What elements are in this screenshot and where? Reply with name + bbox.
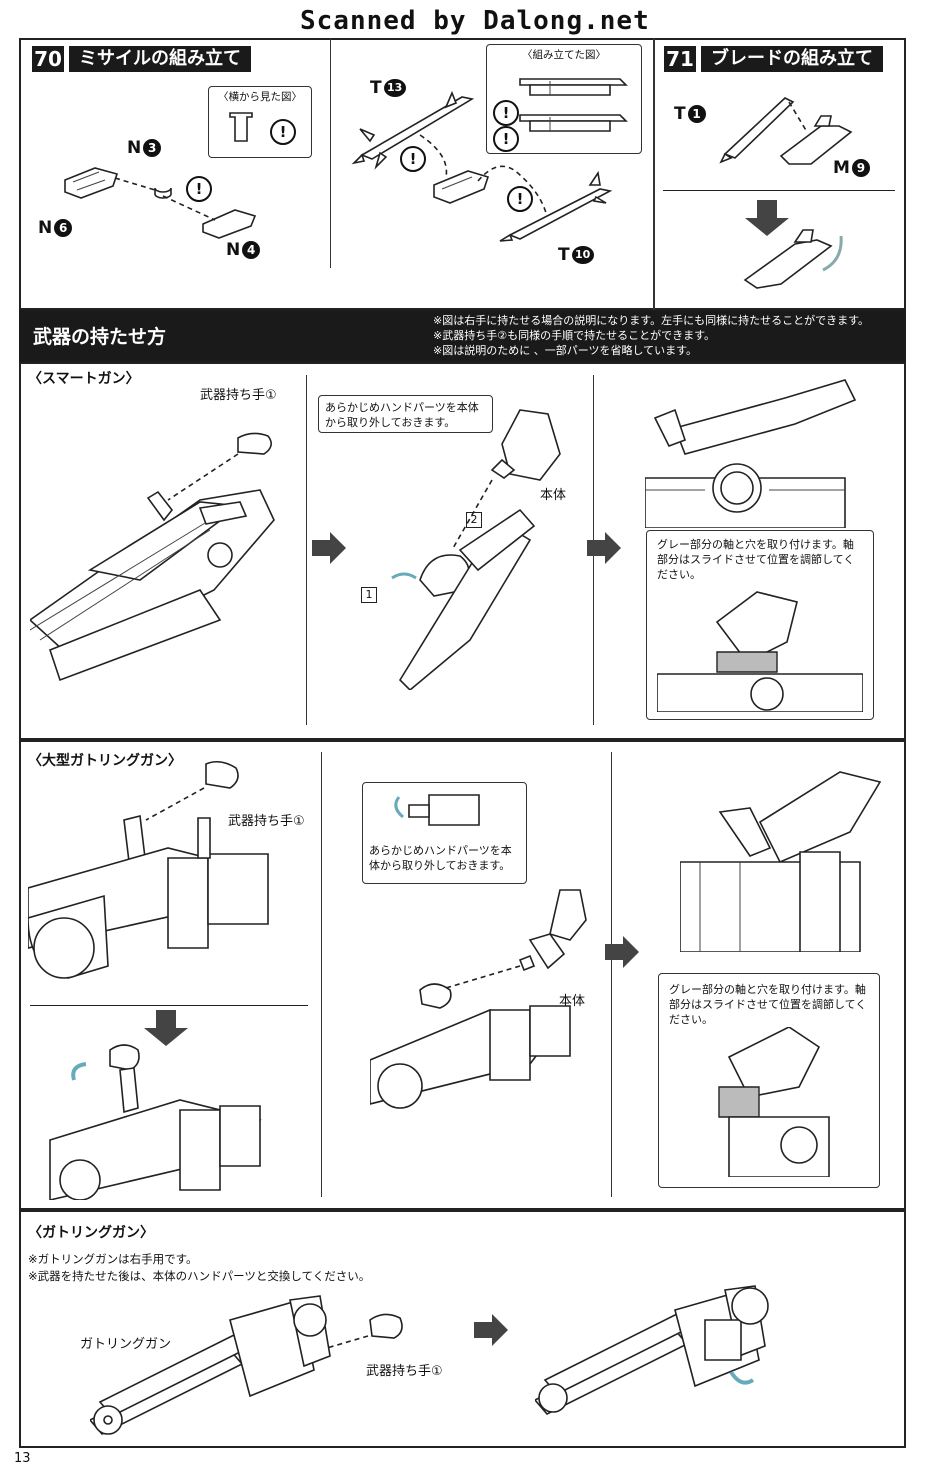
missile-mount-diagram	[64, 167, 257, 239]
next-arrow	[605, 936, 639, 968]
large-gatling-hand-attach-diagram	[370, 889, 587, 1109]
weapons-header-bar	[19, 310, 906, 362]
hand-removal-diagram	[394, 794, 480, 826]
step-divider	[653, 38, 655, 310]
warning-icon: !	[493, 126, 519, 152]
gatling-held-diagram	[535, 1285, 769, 1415]
smart-gun-section	[19, 362, 906, 740]
large-gatling-remove-text: あらかじめハンドパーツを本体から取り外しておきます。	[369, 844, 512, 872]
smart-gun-adjust-note: グレー部分の軸と穴を取り付けます。軸部分はスライドさせて位置を調節してください。	[646, 530, 874, 720]
gatling-heading: 〈ガトリングガン〉	[28, 1225, 154, 1241]
large-gatling-diagram	[28, 760, 269, 979]
gatling-note-2: ※武器を持たせた後は、本体のハンドパーツと交換してください。	[28, 1269, 371, 1283]
large-gatling-hand-label: 武器持ち手①	[228, 814, 305, 829]
weapons-note-3: ※図は説明のために 、一部パーツを省略しています。	[433, 344, 698, 357]
smart-gun-adjust-diagram	[656, 591, 864, 713]
order-marker-1: 1	[361, 583, 377, 603]
blade-assembled-diagram	[743, 229, 843, 289]
step-71-title: ブレードの組み立て	[701, 46, 883, 72]
page-number: 13	[14, 1451, 31, 1466]
down-arrow	[144, 1010, 188, 1046]
warning-icon: !	[493, 100, 519, 126]
step-71-number: 71	[664, 46, 696, 72]
next-arrow	[474, 1314, 508, 1346]
warning-icon: !	[507, 186, 533, 212]
watermark: Scanned by Dalong.net	[300, 6, 650, 36]
next-arrow	[312, 532, 346, 564]
gatling-section	[19, 1210, 906, 1448]
smart-gun-hand-attach-diagram	[391, 409, 561, 690]
warning-icon: !	[186, 176, 212, 202]
next-arrow	[587, 532, 621, 564]
weapons-note-2: ※武器持ち手②も同様の手順で持たせることができます。	[433, 329, 715, 342]
smart-gun-diagram	[30, 432, 275, 682]
smart-gun-body-label: 本体	[540, 488, 567, 503]
gatling-note-1: ※ガトリングガンは右手用です。	[28, 1252, 198, 1266]
assembled-missile-diagram	[519, 78, 628, 132]
blade-parts-diagram	[719, 97, 853, 165]
large-gatling-grip-diagram	[49, 1044, 262, 1200]
side-view-callout: 〈横から見た図〉	[208, 86, 312, 158]
side-view-label: 〈横から見た図〉	[218, 91, 302, 103]
weapons-note-1: ※図は右手に持たせる場合の説明になります。左手にも同様に持たせることができます。	[433, 314, 870, 327]
step-70-title: ミサイルの組み立て	[69, 46, 251, 72]
large-gatling-remove-note: あらかじめハンドパーツを本体から取り外しておきます。	[362, 782, 527, 884]
down-arrow	[745, 200, 789, 236]
gatling-gun-label: ガトリングガン	[80, 1337, 172, 1352]
warning-icon: !	[270, 119, 296, 145]
smart-gun-grip-diagram	[645, 379, 857, 528]
weapons-title: 武器の持たせ方	[33, 326, 167, 348]
large-gatling-adjust-text: グレー部分の軸と穴を取り付けます。軸部分はスライドさせて位置を調節してください。	[669, 983, 867, 1026]
assembled-view-label: 〈組み立てた図〉	[522, 49, 606, 61]
top-steps-frame	[19, 38, 906, 310]
side-view-diagram	[229, 112, 253, 142]
large-gatling-heading: 〈大型ガトリングガン〉	[28, 753, 182, 769]
step-70-number: 70	[32, 46, 64, 72]
smart-gun-hand-label: 武器持ち手①	[200, 388, 277, 403]
smart-gun-adjust-text: グレー部分の軸と穴を取り付けます。軸部分はスライドさせて位置を調節してください。	[657, 538, 855, 581]
warning-icon: !	[400, 146, 426, 172]
large-gatling-adjust-diagram	[718, 1026, 830, 1178]
large-gatling-section	[19, 740, 906, 1210]
large-gatling-adjust-note: グレー部分の軸と穴を取り付けます。軸部分はスライドさせて位置を調節してください。	[658, 973, 880, 1188]
missile-assembly-diagram	[351, 90, 613, 242]
gatling-gun-diagram	[90, 1295, 403, 1435]
smart-gun-heading: 〈スマートガン〉	[28, 371, 140, 387]
large-gatling-grip-attach-diagram	[680, 771, 882, 952]
gatling-hand-label: 武器持ち手①	[366, 1364, 443, 1379]
smart-gun-remove-note: あらかじめハンドパーツを本体から取り外しておきます。	[318, 395, 493, 433]
